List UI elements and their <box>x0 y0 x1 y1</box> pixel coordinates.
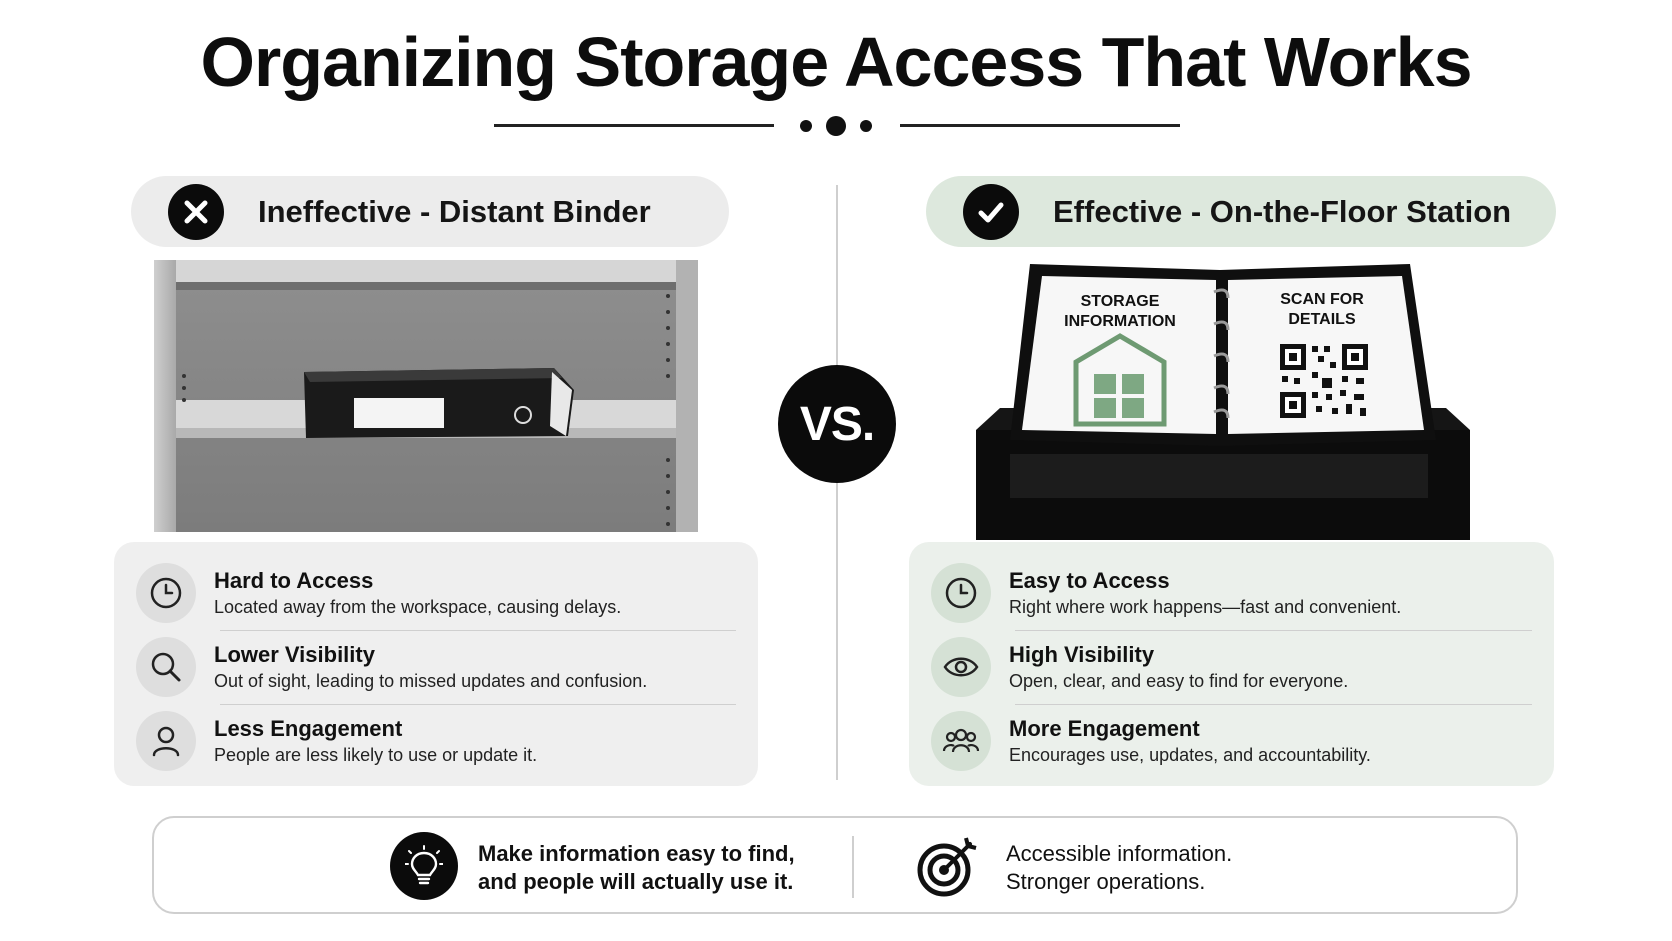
divider-dot <box>860 120 872 132</box>
footer-separator <box>852 836 854 898</box>
item-description: Open, clear, and easy to find for everyo… <box>1009 671 1349 691</box>
title-divider-right <box>900 124 1180 127</box>
footer-message-line2: and people will actually use it. <box>478 869 794 894</box>
list-item: More Engagement Encourages use, updates,… <box>931 704 1532 778</box>
ineffective-heading: Ineffective - Distant Binder <box>258 193 651 229</box>
divider-dot <box>826 116 846 136</box>
item-description: Right where work happens—fast and conven… <box>1009 597 1402 617</box>
page-title: Organizing Storage Access That Works <box>200 23 1473 101</box>
item-title: Less Engagement <box>214 716 403 741</box>
group-icon <box>931 711 991 771</box>
footer-banner: Make information easy to find, and peopl… <box>152 816 1518 914</box>
effective-header: Effective - On-the-Floor Station <box>926 176 1556 247</box>
binder-right-page-line2: DETAILS <box>1288 311 1356 328</box>
x-icon <box>168 183 224 240</box>
divider-dot <box>800 120 812 132</box>
effective-details-card: Easy to Access Right where work happens—… <box>909 542 1554 786</box>
target-icon <box>914 832 982 900</box>
check-icon <box>963 183 1019 240</box>
list-item: Easy to Access Right where work happens—… <box>931 556 1532 630</box>
footer-tagline-line2: Stronger operations. <box>1006 869 1206 894</box>
binder-right-page-line1: SCAN FOR <box>1280 291 1364 308</box>
list-item: High Visibility Open, clear, and easy to… <box>931 630 1532 704</box>
effective-heading: Effective - On-the-Floor Station <box>1053 193 1512 229</box>
person-icon <box>136 711 196 771</box>
item-description: Out of sight, leading to missed updates … <box>214 671 648 691</box>
list-item: Less Engagement People are less likely t… <box>136 704 736 778</box>
clock-icon <box>931 563 991 623</box>
title-divider-left <box>494 124 774 127</box>
distant-binder-shelf-illustration <box>154 260 698 532</box>
item-title: Lower Visibility <box>214 642 375 667</box>
footer-message-line1: Make information easy to find, <box>478 841 795 866</box>
lightbulb-icon <box>390 832 458 900</box>
warehouse-icon <box>1073 333 1167 427</box>
qr-code-icon <box>1280 344 1368 418</box>
magnifier-icon <box>136 637 196 697</box>
item-description: People are less likely to use or update … <box>214 745 538 765</box>
ineffective-header: Ineffective - Distant Binder <box>131 176 729 247</box>
binder-left-page-line2: INFORMATION <box>1064 313 1176 330</box>
list-item: Hard to Access Located away from the wor… <box>136 556 736 630</box>
floor-station-binder-illustration: STORAGE INFORMATION SCAN FOR DETAILS <box>970 262 1476 540</box>
item-description: Located away from the workspace, causing… <box>214 597 622 617</box>
binder-left-page-line1: STORAGE <box>1081 293 1160 310</box>
item-title: Hard to Access <box>214 568 374 593</box>
clock-icon <box>136 563 196 623</box>
item-title: Easy to Access <box>1009 568 1170 593</box>
list-item: Lower Visibility Out of sight, leading t… <box>136 630 736 704</box>
item-description: Encourages use, updates, and accountabil… <box>1009 745 1371 765</box>
item-title: More Engagement <box>1009 716 1200 741</box>
footer-tagline-line1: Accessible information. <box>1006 841 1233 866</box>
eye-icon <box>931 637 991 697</box>
vs-badge: VS. <box>778 365 896 483</box>
item-title: High Visibility <box>1009 642 1155 667</box>
ineffective-details-card: Hard to Access Located away from the wor… <box>114 542 758 786</box>
